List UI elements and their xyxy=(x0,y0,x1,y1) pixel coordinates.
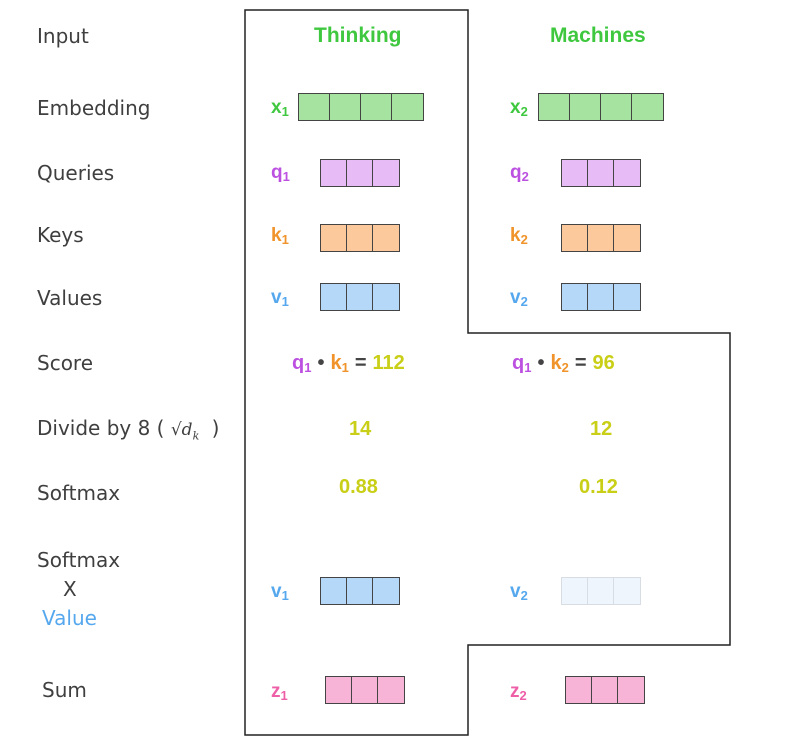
value-vector-v2 xyxy=(561,283,641,311)
var-weighted-v2: v2 xyxy=(510,581,528,603)
output-vector-z2 xyxy=(565,676,645,704)
row-label-queries: Queries xyxy=(37,161,115,185)
var-k1: k1 xyxy=(271,225,289,247)
var-v1: v1 xyxy=(271,287,289,309)
weighted-value-vector-v1 xyxy=(320,577,400,605)
score-value-2: 96 xyxy=(592,352,615,374)
score-expression-1: q1 • k1 = 112 xyxy=(292,352,405,375)
row-label-sum: Sum xyxy=(42,678,87,702)
var-x2: x2 xyxy=(510,97,528,119)
var-q1: q1 xyxy=(271,162,290,184)
row-label-divide: Divide by 8 ( √dk ) xyxy=(37,416,219,442)
score-expression-2: q1 • k2 = 96 xyxy=(512,352,615,375)
softmax-value-2: 0.12 xyxy=(579,476,618,498)
value-vector-v1 xyxy=(320,283,400,311)
divided-score-2: 12 xyxy=(590,418,613,440)
var-weighted-v1: v1 xyxy=(271,581,289,603)
row-label-softmax-x-value-line2: X xyxy=(63,577,77,601)
row-label-softmax: Softmax xyxy=(37,481,121,505)
embedding-vector-x1 xyxy=(298,93,424,121)
embedding-vector-x2 xyxy=(538,93,664,121)
row-label-score: Score xyxy=(37,351,94,375)
key-vector-k1 xyxy=(320,224,400,252)
row-label-input: Input xyxy=(37,24,89,48)
row-label-values: Values xyxy=(37,286,103,310)
input-word-thinking: Thinking xyxy=(314,24,402,47)
softmax-value-1: 0.88 xyxy=(339,476,378,498)
divide-suffix: ) xyxy=(211,416,220,440)
input-word-machines: Machines xyxy=(550,24,646,47)
output-vector-z1 xyxy=(325,676,405,704)
var-z1: z1 xyxy=(271,681,288,703)
var-k2: k2 xyxy=(510,225,528,247)
var-v2: v2 xyxy=(510,287,528,309)
query-vector-q2 xyxy=(561,159,641,187)
key-vector-k2 xyxy=(561,224,641,252)
divided-score-1: 14 xyxy=(349,418,372,440)
var-q2: q2 xyxy=(510,162,529,184)
var-z2: z2 xyxy=(510,681,527,703)
weighted-value-vector-v2 xyxy=(561,577,641,605)
divide-prefix: Divide by 8 ( xyxy=(37,416,165,440)
row-label-keys: Keys xyxy=(37,223,84,247)
sqrt-dk: √dk xyxy=(170,420,200,443)
query-vector-q1 xyxy=(320,159,400,187)
var-x1: x1 xyxy=(271,97,289,119)
row-label-softmax-x-value-line3: Value xyxy=(42,606,97,630)
score-value-1: 112 xyxy=(372,352,405,374)
row-label-embedding: Embedding xyxy=(37,96,151,120)
row-label-softmax-x-value-line1: Softmax xyxy=(37,548,121,572)
